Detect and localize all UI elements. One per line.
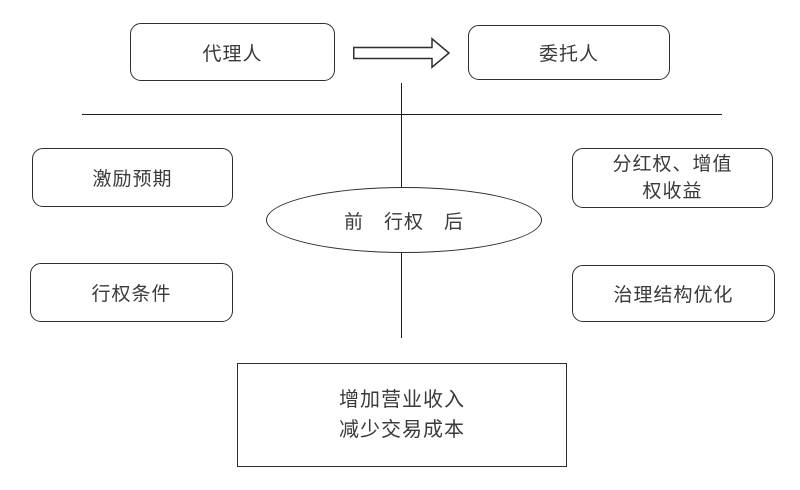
node-exercise-conditions: 行权条件 xyxy=(30,263,233,322)
node-agent: 代理人 xyxy=(130,23,335,81)
vertical-axis-line-top xyxy=(401,83,402,187)
vertical-axis-line-bottom xyxy=(401,253,402,338)
node-exercise-ellipse: 前 行权 后 xyxy=(266,187,542,253)
node-outcome: 增加营业收入 减少交易成本 xyxy=(237,363,567,467)
node-dividend-line2: 权收益 xyxy=(642,181,703,202)
node-principal-label: 委托人 xyxy=(538,44,599,65)
node-agent-label: 代理人 xyxy=(202,43,263,65)
horizontal-separator-line xyxy=(82,114,722,115)
node-outcome-line2: 减少交易成本 xyxy=(339,419,465,441)
node-incentive-label: 激励预期 xyxy=(92,169,173,190)
node-dividend-rights: 分红权、增值 权收益 xyxy=(572,148,773,208)
right-block-arrow-icon xyxy=(353,37,451,69)
node-principal: 委托人 xyxy=(468,25,670,80)
node-governance-optimization: 治理结构优化 xyxy=(572,265,775,322)
node-outcome-line1: 增加营业收入 xyxy=(339,389,465,411)
node-incentive-expectation: 激励预期 xyxy=(32,148,233,207)
node-governance-label: 治理结构优化 xyxy=(613,285,734,306)
node-exercise-conditions-label: 行权条件 xyxy=(91,284,172,305)
node-exercise-ellipse-label: 前 行权 后 xyxy=(343,211,464,233)
node-dividend-line1: 分红权、增值 xyxy=(612,154,733,175)
